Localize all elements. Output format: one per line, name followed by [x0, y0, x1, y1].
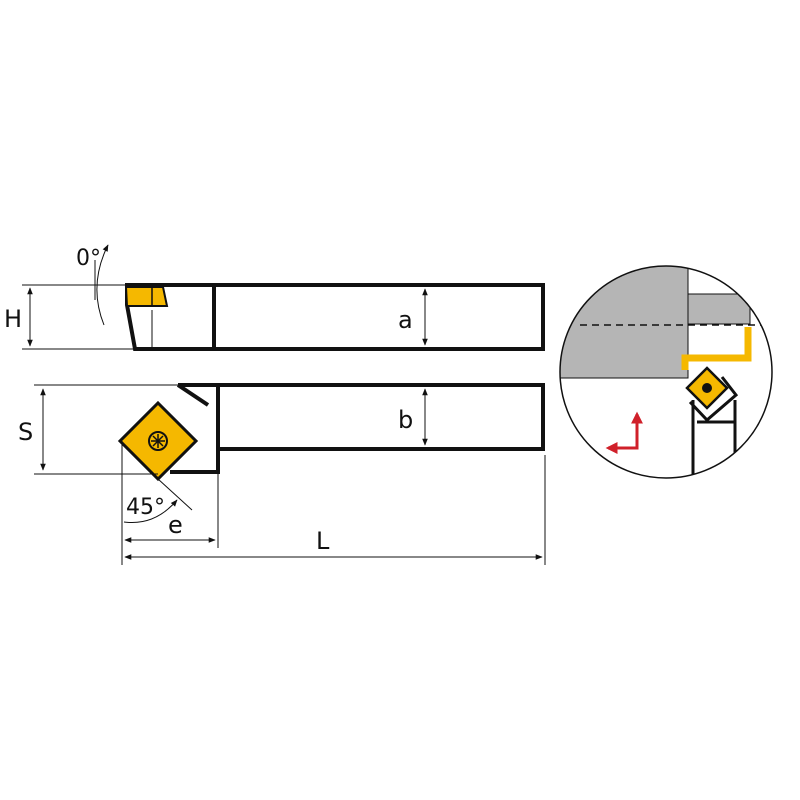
side-view: 0° H a [4, 244, 545, 351]
top-view: S b 45° e L [18, 383, 546, 565]
angle-top-label: 0° [76, 246, 101, 271]
top-view-shank-outline [170, 383, 545, 474]
detail-view [559, 265, 773, 479]
dim-b-label: b [398, 406, 413, 434]
dim-a-label: a [398, 306, 413, 334]
angle-45-ref [157, 478, 193, 511]
top-view-head-bevel [176, 383, 210, 407]
dim-e-label: e [168, 511, 183, 539]
detail-insert-hole [702, 383, 712, 393]
feed-arrow-up [617, 411, 643, 450]
top-view-insert [117, 400, 199, 482]
side-view-shank-outline [125, 283, 545, 351]
detail-circle-outline [559, 265, 773, 479]
height-h-label: H [4, 305, 22, 333]
width-s-label: S [18, 418, 33, 446]
cut-path [681, 327, 752, 370]
side-view-insert [124, 286, 169, 307]
angle-45-arc [123, 499, 178, 524]
angle-bottom-label: 45° [126, 495, 165, 520]
length-l-label: L [316, 527, 330, 555]
